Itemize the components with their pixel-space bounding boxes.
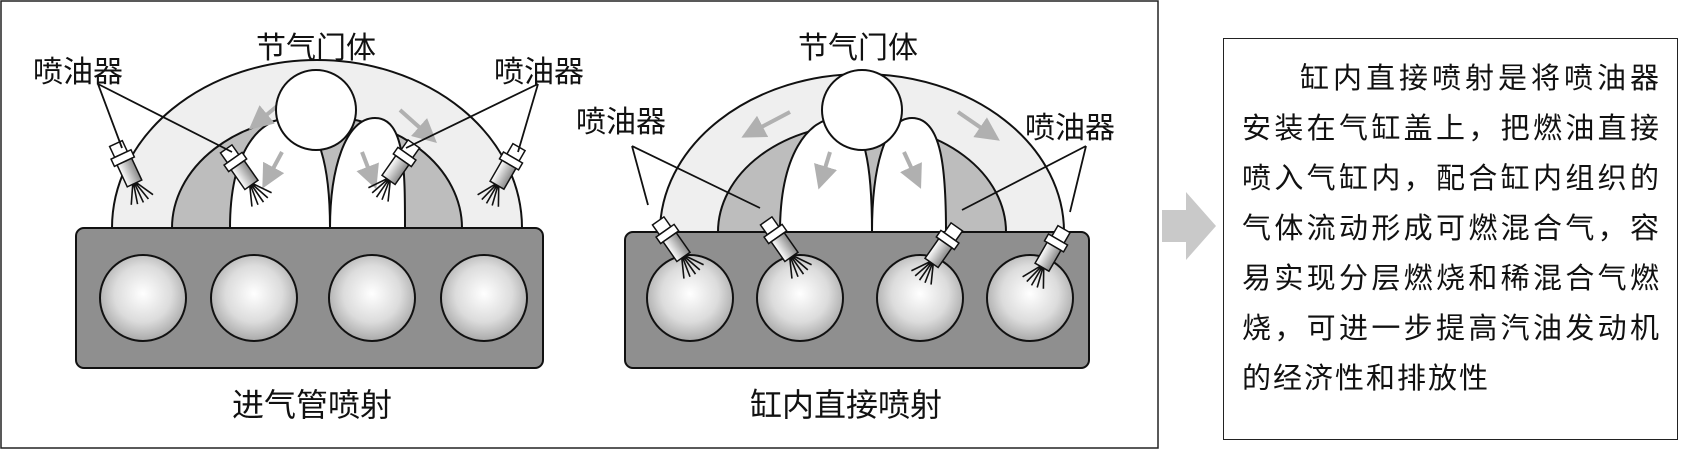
direct-injection-diagram: 节气门体 喷油器 喷油器 缸内直接喷射 xyxy=(576,31,1115,424)
caption-port-injection: 进气管喷射 xyxy=(232,386,392,424)
engine-block xyxy=(624,231,1090,369)
caption-direct-injection: 缸内直接喷射 xyxy=(750,386,942,424)
injector-leader-lines xyxy=(631,145,1087,213)
next-arrow-icon xyxy=(1162,192,1216,260)
cylinder xyxy=(646,254,734,342)
cylinder xyxy=(440,254,528,342)
diagram-frame xyxy=(0,0,1159,449)
description-text: 缸内直接喷射是将喷油器安装在气缸盖上，把燃油直接喷入气缸内，配合缸内组织的气体流… xyxy=(1242,61,1661,395)
intake-manifold xyxy=(110,59,524,229)
throttle-body-label: 节气门体 xyxy=(256,31,376,66)
injector-label-right: 喷油器 xyxy=(494,55,584,90)
cylinder xyxy=(328,254,416,342)
cylinder xyxy=(986,254,1074,342)
cylinder xyxy=(876,254,964,342)
port-injection-diagram: 节气门体 喷油器 喷油器 进气管喷射 xyxy=(33,31,584,424)
throttle-body xyxy=(821,69,903,151)
throttle-body-label: 节气门体 xyxy=(798,31,918,66)
cylinder xyxy=(756,254,844,342)
injector-leader-lines xyxy=(97,83,539,153)
cylinder xyxy=(210,254,298,342)
description-box: 缸内直接喷射是将喷油器安装在气缸盖上，把燃油直接喷入气缸内，配合缸内组织的气体流… xyxy=(1223,38,1678,440)
throttle-body xyxy=(275,69,357,151)
cylinder xyxy=(99,254,187,342)
injector-label-right: 喷油器 xyxy=(1025,111,1115,146)
injector-label-left: 喷油器 xyxy=(576,105,666,140)
injector-label-left: 喷油器 xyxy=(33,55,123,90)
engine-block xyxy=(75,227,544,369)
